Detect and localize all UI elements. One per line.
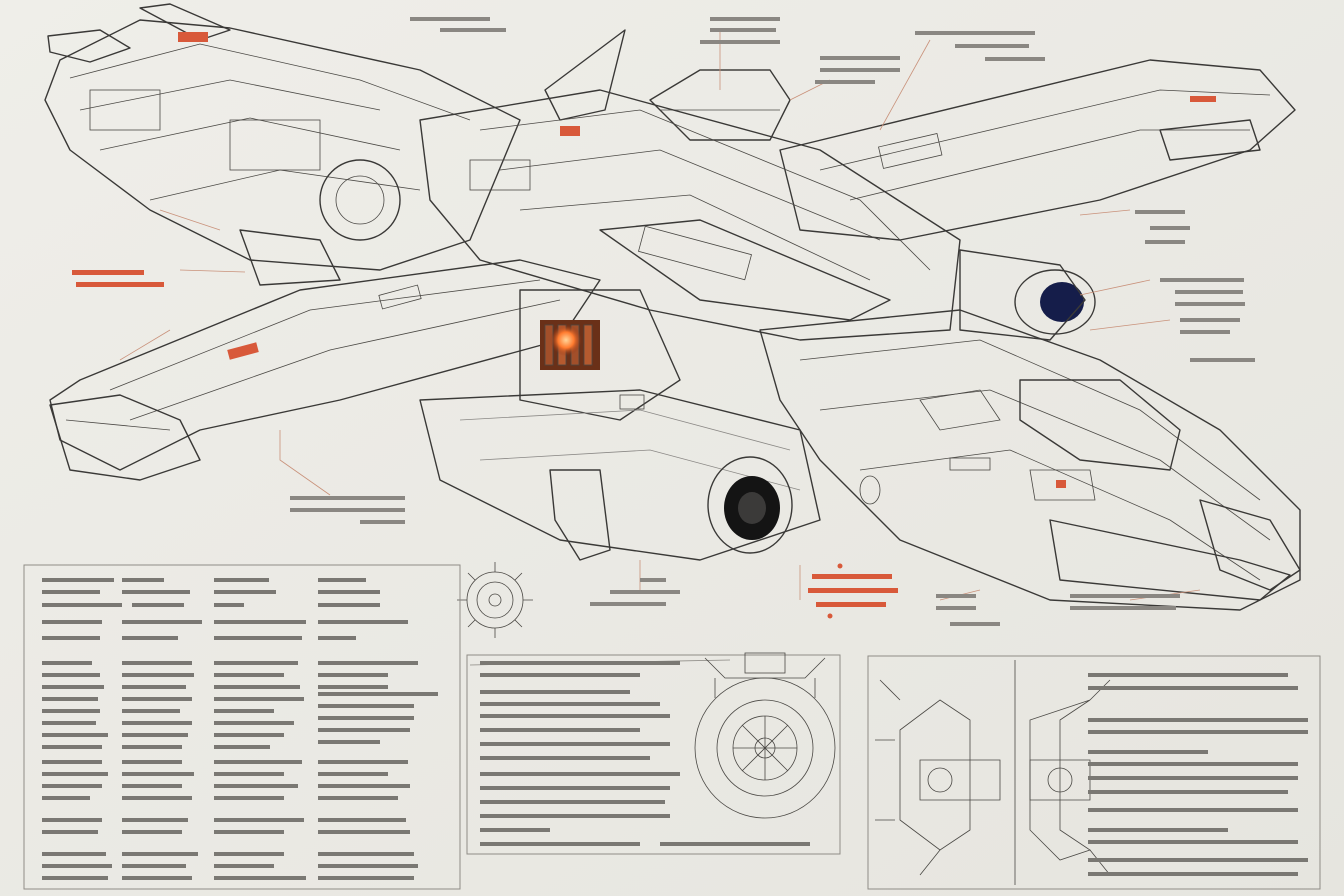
left-wing [49,259,601,481]
elevation-detail-drawing [875,660,1111,885]
forward-hull [759,309,1301,611]
rust-rear-fuselage [44,3,521,286]
hub-detail-drawing [694,652,836,819]
right-spec-text-lines [1088,673,1308,876]
engine-bay [519,289,681,421]
spaceship-illustration [44,3,1301,611]
right-spec-panel [867,655,1321,890]
left-spec-panel [23,564,461,890]
dorsal-fin [544,29,626,121]
gear-emblem [457,562,533,638]
left-spec-text-lines [42,578,438,880]
right-upper-wing [779,59,1296,241]
annotation-marks [72,17,1255,626]
main-upper-hull [419,89,961,341]
middle-spec-panel [466,652,841,855]
middle-spec-text-lines [480,661,810,846]
callout-leaders [119,19,1201,601]
lower-engine [419,389,821,561]
blue-thruster [959,249,1096,341]
